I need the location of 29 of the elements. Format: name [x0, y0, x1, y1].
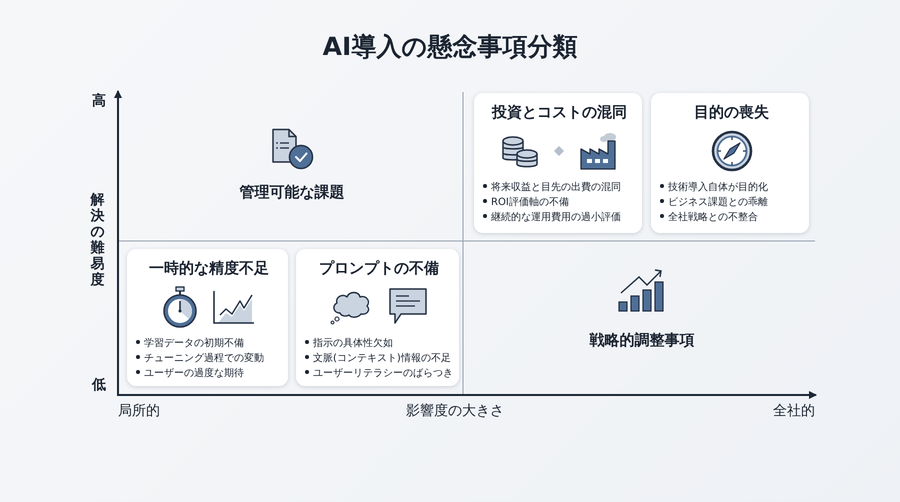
diagram-title: AI導入の懸念事項分類: [322, 31, 578, 63]
card-heading: 一時的な精度不足: [149, 258, 269, 278]
card-heading: 目的の喪失: [694, 102, 769, 122]
axis-end-label: 全社的: [773, 402, 815, 420]
axis-end-label: 局所的: [118, 402, 160, 420]
bullet-text: 指示の具体性欠如: [313, 336, 393, 351]
bullet-text: ユーザーリテラシーのばらつき: [313, 367, 453, 381]
quadrant-label: 戦略的調整事項: [590, 331, 694, 349]
bullet-text: 全社戦略との不整合: [668, 210, 758, 225]
bullet-text: ユーザーの過度な期待: [144, 366, 244, 381]
quadrant-label: 管理可能な課題: [240, 183, 344, 201]
issue-card: [296, 249, 459, 386]
axis-title: 影響度の大きさ: [406, 402, 504, 420]
card-heading: プロンプトの不備: [319, 258, 439, 278]
issue-card: [474, 93, 642, 233]
bullet-text: 将来収益と目先の出費の混同: [491, 180, 621, 195]
axis-title: 解決の難易度: [90, 192, 105, 288]
bullet-text: ビジネス課題との乖離: [668, 196, 768, 210]
axis-end-label: 低: [92, 376, 106, 394]
bullet-text: 学習データの初期不備: [144, 336, 244, 351]
issue-card: [127, 249, 288, 386]
bullet-text: チューニング過程での変動: [144, 352, 264, 366]
bullet-text: 技術導入自体が目的化: [668, 180, 768, 195]
card-heading: 投資とコストの混同: [492, 102, 627, 122]
issue-card: [651, 93, 809, 233]
axis-end-label: 高: [92, 92, 106, 110]
bullet-text: 継続的な運用費用の過小評価: [491, 210, 621, 225]
bullet-text: 文脈(コンテキスト)情報の不足: [313, 352, 451, 366]
bullet-text: ROI評価軸の不備: [491, 196, 569, 210]
